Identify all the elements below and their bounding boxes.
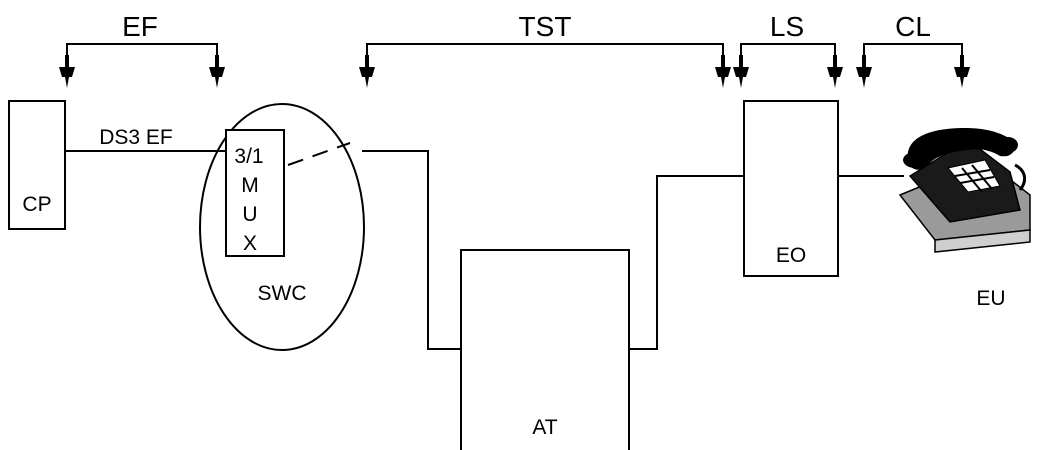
mux-label-line4: X (243, 232, 257, 255)
swc-label: SWC (258, 282, 307, 305)
segment-ef-bracket (66, 43, 218, 57)
at-node: AT (460, 249, 630, 450)
down-pointer-icon (954, 55, 970, 88)
segment-ls-bracket (740, 43, 836, 57)
segment-cl: CL (856, 11, 970, 88)
at-to-eo-line (629, 175, 744, 350)
segment-cl-bracket (863, 43, 963, 57)
down-pointer-icon (733, 55, 749, 88)
segment-tst-label: TST (519, 11, 572, 42)
swc-to-at-line (362, 150, 461, 350)
segment-ls: LS (733, 11, 843, 88)
mux-label-line1: 3/1 (234, 145, 263, 168)
eu-label: EU (976, 287, 1005, 310)
ds3-ef-label: DS3 EF (99, 126, 173, 149)
down-pointer-icon (715, 55, 731, 88)
eo-label: EO (776, 244, 806, 267)
mux-label-line3: U (242, 203, 257, 226)
mux-box (225, 129, 285, 257)
mux-label-line2: M (241, 174, 259, 197)
segment-ls-label: LS (770, 11, 804, 42)
down-pointer-icon (856, 55, 872, 88)
cp-box (8, 100, 66, 230)
telephone-icon (898, 128, 1031, 253)
cp-node: CP (8, 100, 66, 230)
segment-ef: EF (59, 11, 225, 88)
mux-dashed-link (287, 142, 351, 166)
segment-tst: TST (359, 11, 731, 88)
segment-ef-label: EF (122, 11, 158, 42)
cp-to-swc-link: DS3 EF (65, 126, 226, 152)
eo-node: EO (743, 100, 839, 277)
eo-box (743, 100, 839, 277)
segment-tst-bracket (366, 43, 724, 57)
at-label: AT (532, 416, 557, 439)
down-pointer-icon (59, 55, 75, 88)
down-pointer-icon (209, 55, 225, 88)
cp-label: CP (22, 193, 51, 216)
swc-node: SWC 3/1 M U X (199, 103, 365, 351)
down-pointer-icon (359, 55, 375, 88)
down-pointer-icon (827, 55, 843, 88)
segment-cl-label: CL (895, 11, 931, 42)
swc-ellipse (199, 103, 365, 351)
